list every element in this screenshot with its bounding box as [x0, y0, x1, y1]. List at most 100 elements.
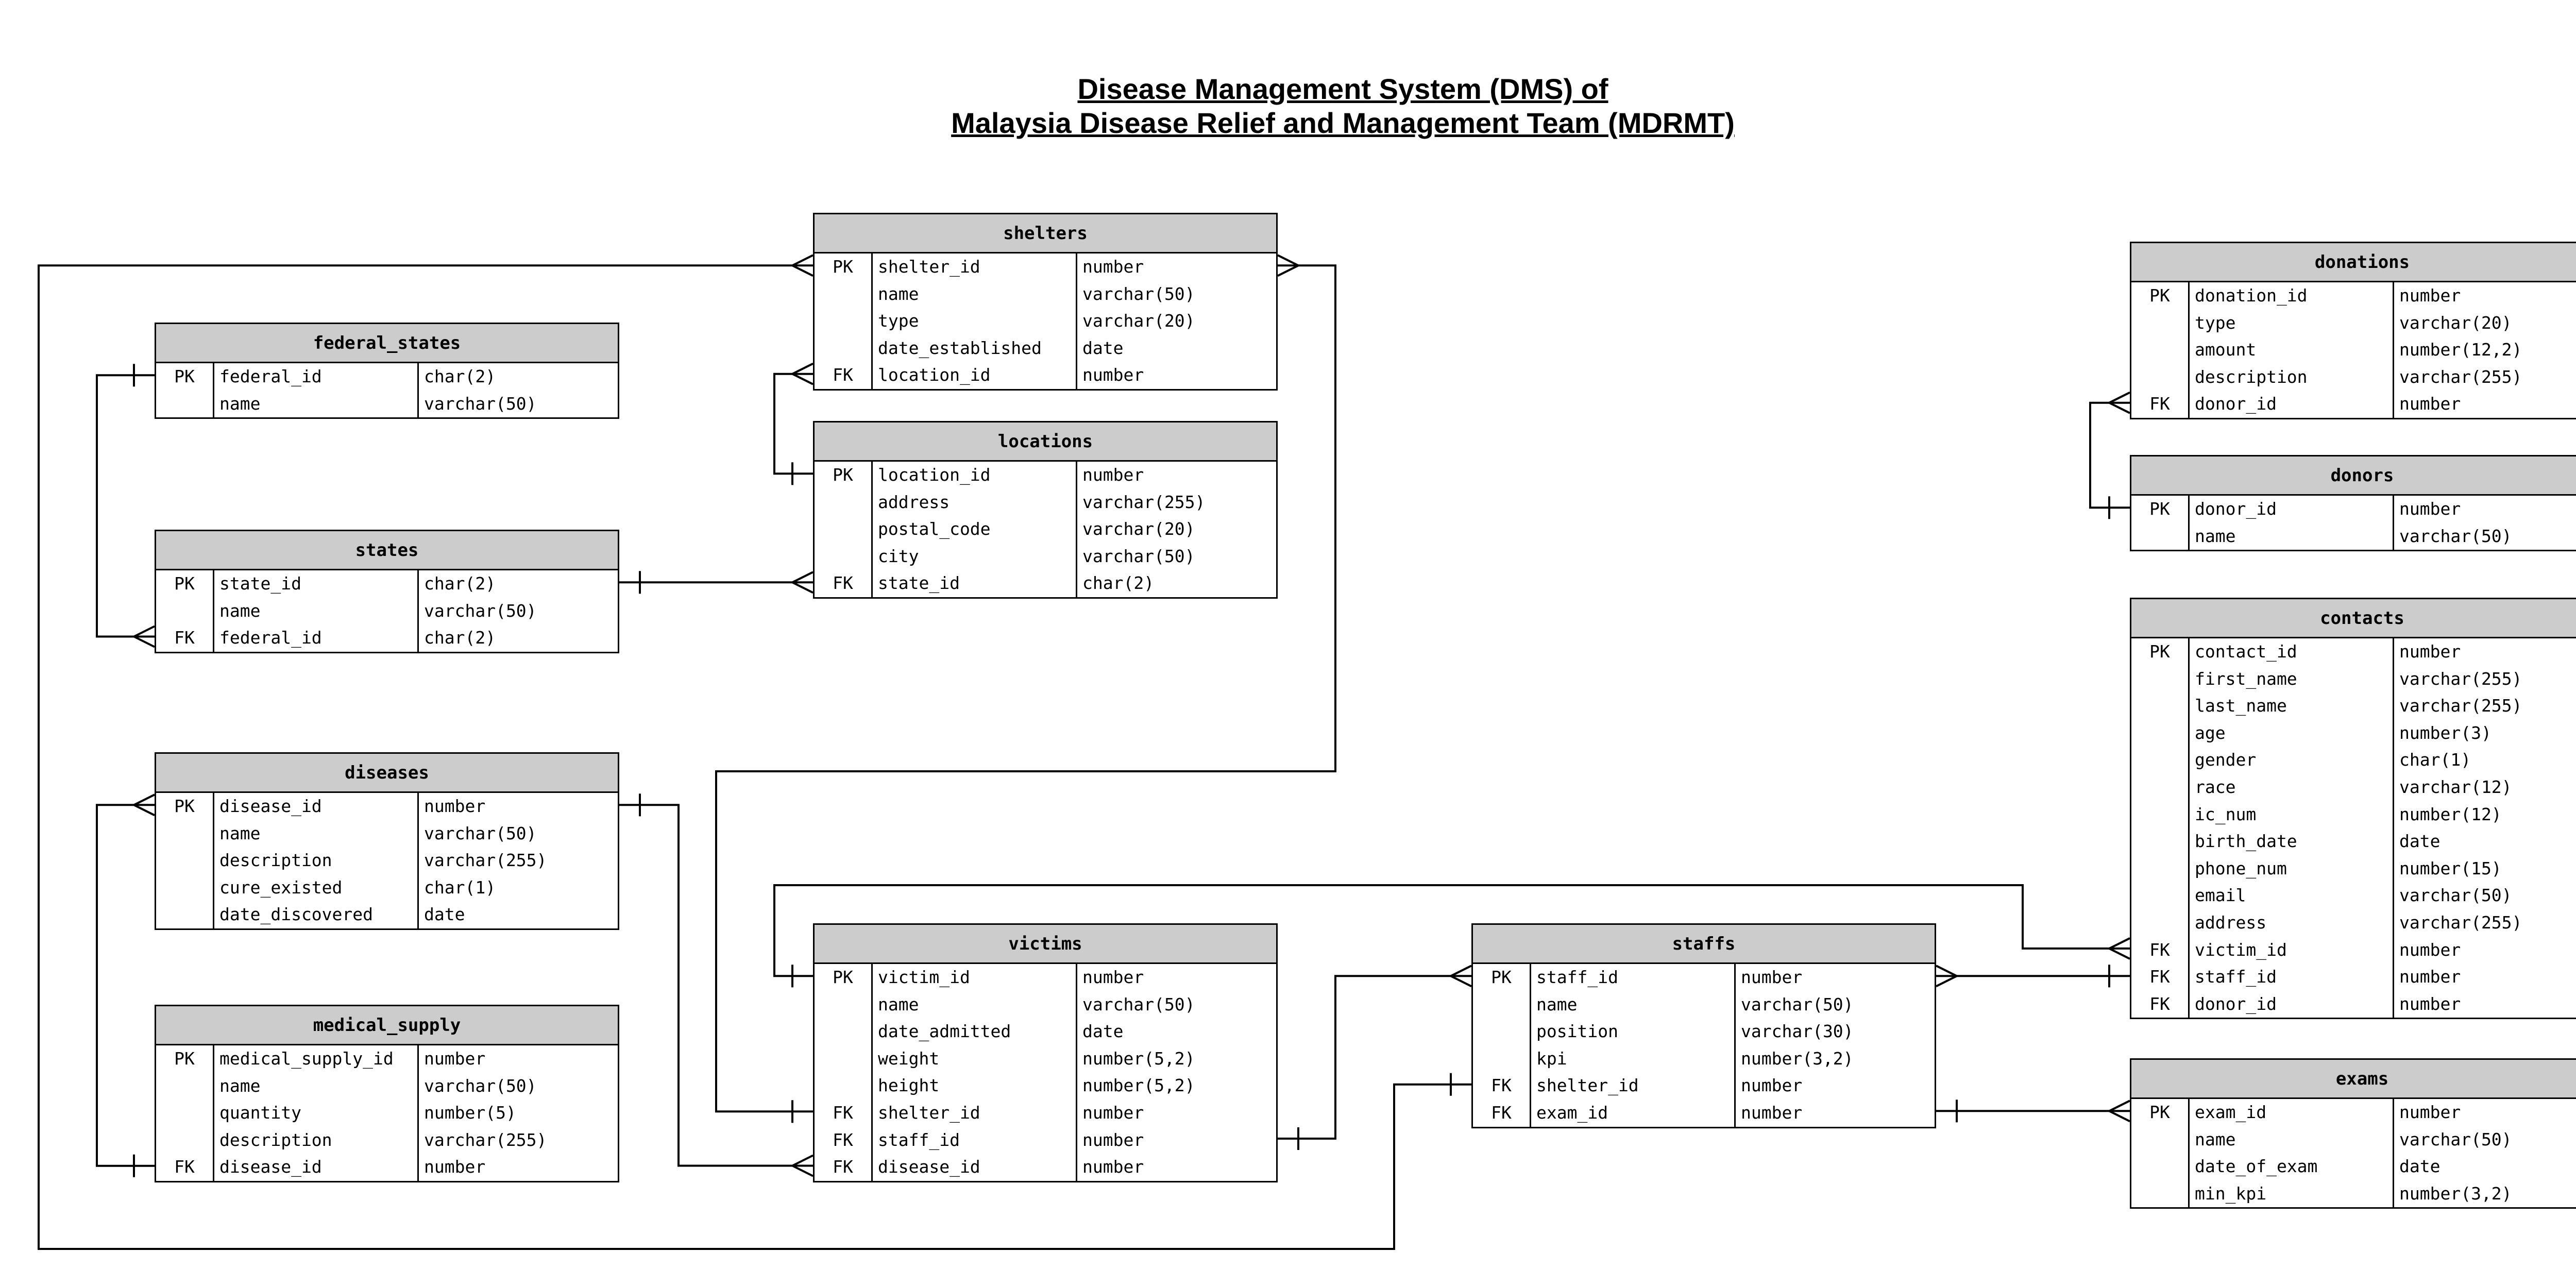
field-type-cell: number: [2399, 1102, 2461, 1122]
field-name-cell: disease_id: [878, 1157, 980, 1177]
field-name-cell: description: [219, 850, 332, 871]
entity-header-contacts: contacts: [2131, 599, 2576, 638]
field-name-cell: ic_num: [2195, 804, 2257, 824]
key-cell: [2131, 692, 2188, 720]
field-name-cell: description: [219, 1129, 332, 1150]
field-type-cell: number: [1082, 257, 1144, 277]
key-cell: [815, 543, 871, 570]
field-name-cell: address: [2195, 912, 2267, 933]
key-cell: [156, 874, 213, 902]
rel-shelters-victims: [715, 264, 1336, 1113]
entity-header-donations: donations: [2131, 243, 2576, 282]
field-name-cell: name: [878, 994, 919, 1015]
crowfoot-mark: [1450, 975, 1472, 988]
field-name-cell: date_discovered: [219, 904, 374, 925]
key-cell: [2131, 364, 2188, 391]
field-name-cell: description: [2195, 366, 2308, 387]
field-name-cell: kpi: [1536, 1048, 1567, 1069]
key-cell: PK: [174, 366, 195, 386]
key-cell: FK: [833, 573, 853, 594]
field-type-cell: number: [2399, 285, 2461, 306]
key-cell: [156, 598, 213, 625]
key-cell: [815, 991, 871, 1019]
field-type-cell: number(3,2): [2399, 1183, 2512, 1204]
field-name-cell: state_id: [878, 573, 960, 594]
field-name-cell: location_id: [878, 365, 991, 385]
field-type-cell: char(2): [424, 573, 496, 594]
field-name-cell: name: [2195, 526, 2236, 546]
rel-victims-staffs: [1278, 975, 1471, 1140]
field-type-cell: number: [424, 1157, 486, 1177]
key-cell: [2131, 801, 2188, 829]
field-type-cell: varchar(50): [424, 823, 537, 843]
field-type-cell: varchar(50): [1082, 546, 1195, 566]
key-cell: [156, 1127, 213, 1154]
key-cell: [2131, 666, 2188, 693]
field-type-cell: number(5): [424, 1103, 516, 1123]
field-type-cell: varchar(20): [1082, 519, 1195, 539]
field-type-cell: varchar(255): [424, 850, 547, 871]
field-name-cell: birth_date: [2195, 831, 2297, 852]
field-type-cell: char(2): [424, 628, 496, 648]
key-cell: PK: [2149, 285, 2170, 306]
field-type-cell: number(3,2): [1741, 1048, 1854, 1069]
field-type-cell: date: [1082, 337, 1124, 358]
rel-shelters-staffs: [38, 264, 1471, 1250]
key-cell: [1473, 1045, 1530, 1073]
crowfoot-mark: [133, 804, 155, 817]
field-type-cell: varchar(50): [1082, 283, 1195, 304]
field-type-cell: varchar(50): [1741, 994, 1854, 1015]
field-name-cell: age: [2195, 722, 2226, 743]
crowfoot-mark: [792, 571, 814, 584]
key-cell: FK: [174, 1157, 195, 1177]
crowfoot-mark: [1936, 975, 1957, 988]
diagram-title-line-1: Disease Management System (DMS) of: [1077, 73, 1608, 105]
key-cell: [1473, 991, 1530, 1019]
crowfoot-mark: [2109, 1110, 2130, 1123]
entity-header-donors: donors: [2131, 456, 2576, 496]
field-type-cell: varchar(50): [1082, 994, 1195, 1015]
entity-header-victims: victims: [815, 925, 1276, 964]
key-cell: FK: [2149, 967, 2170, 987]
key-cell: [156, 391, 213, 418]
key-cell: [815, 281, 871, 308]
key-cell: [2131, 774, 2188, 801]
field-name-cell: donor_id: [2195, 394, 2277, 414]
field-name-cell: position: [1536, 1021, 1618, 1042]
key-cell: [815, 1018, 871, 1045]
key-cell: PK: [833, 465, 853, 485]
field-type-cell: number: [1741, 1075, 1803, 1096]
key-cell: [2131, 1153, 2188, 1180]
key-cell: FK: [833, 1102, 853, 1123]
field-type-cell: number: [2399, 967, 2461, 987]
crowfoot-mark: [2109, 948, 2130, 960]
field-name-cell: name: [1536, 994, 1578, 1015]
crowfoot-mark: [133, 793, 155, 806]
key-cell: FK: [2149, 939, 2170, 960]
key-cell: PK: [174, 573, 195, 594]
field-type-cell: number: [2399, 641, 2461, 662]
key-cell: [156, 901, 213, 928]
key-cell: [815, 516, 871, 543]
field-name-cell: quantity: [219, 1103, 301, 1123]
key-cell: [815, 1072, 871, 1100]
crowfoot-mark: [792, 1154, 814, 1167]
field-name-cell: postal_code: [878, 519, 991, 539]
diagram-title-line-2: Malaysia Disease Relief and Management T…: [951, 107, 1735, 139]
field-name-cell: donor_id: [2195, 499, 2277, 519]
key-cell: [815, 489, 871, 516]
field-name-cell: race: [2195, 776, 2236, 797]
